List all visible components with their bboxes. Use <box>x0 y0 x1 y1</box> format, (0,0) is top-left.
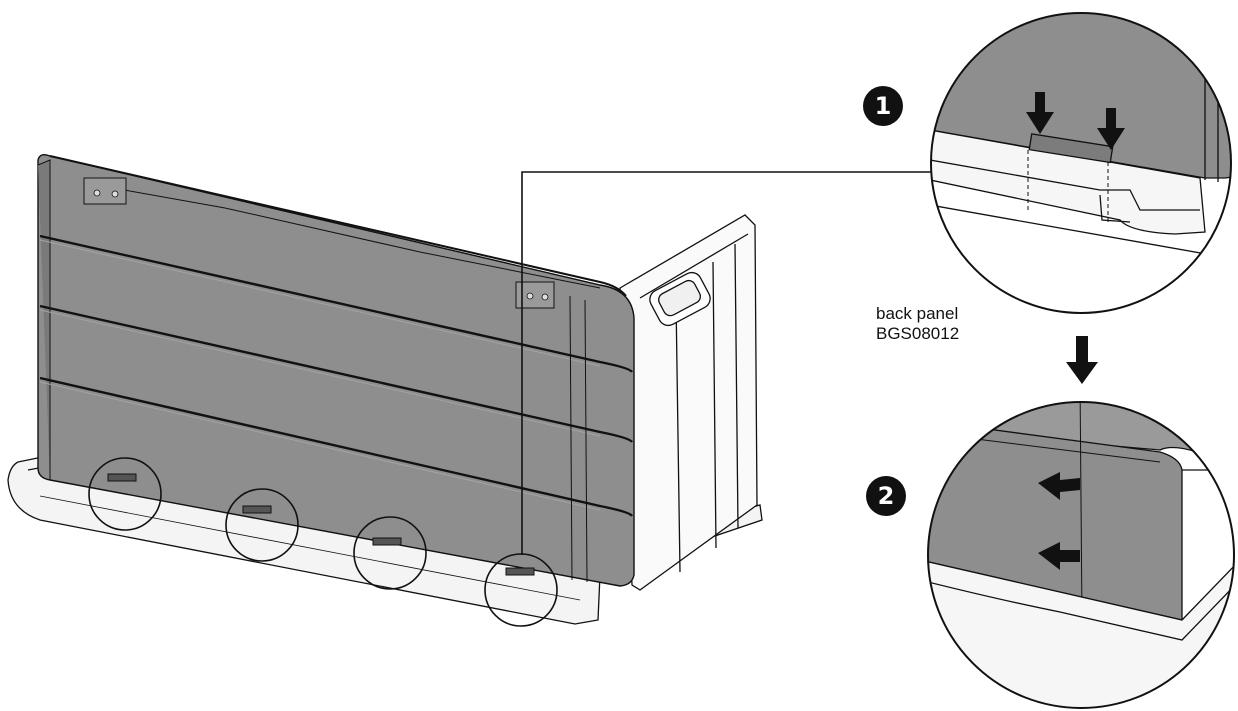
part-label: back panel BGS08012 <box>876 304 959 344</box>
detail-1 <box>930 12 1232 314</box>
part-code: BGS08012 <box>876 324 960 343</box>
detail-2 <box>927 401 1235 709</box>
step-1-badge: 1 <box>863 86 903 126</box>
step-2-badge: 2 <box>866 476 906 516</box>
leader-line <box>521 171 935 555</box>
clip-callout-circles <box>88 457 558 627</box>
down-arrow-icon <box>1066 336 1098 384</box>
down-arrow-icon <box>1026 92 1054 134</box>
side-panel <box>619 214 758 591</box>
left-arrow-icon <box>1038 542 1080 570</box>
down-arrow-icon <box>1097 108 1125 150</box>
part-name: back panel <box>876 304 959 323</box>
back-panel <box>37 153 635 587</box>
bottom-clips <box>107 473 535 576</box>
left-arrow-icon <box>1038 472 1080 500</box>
